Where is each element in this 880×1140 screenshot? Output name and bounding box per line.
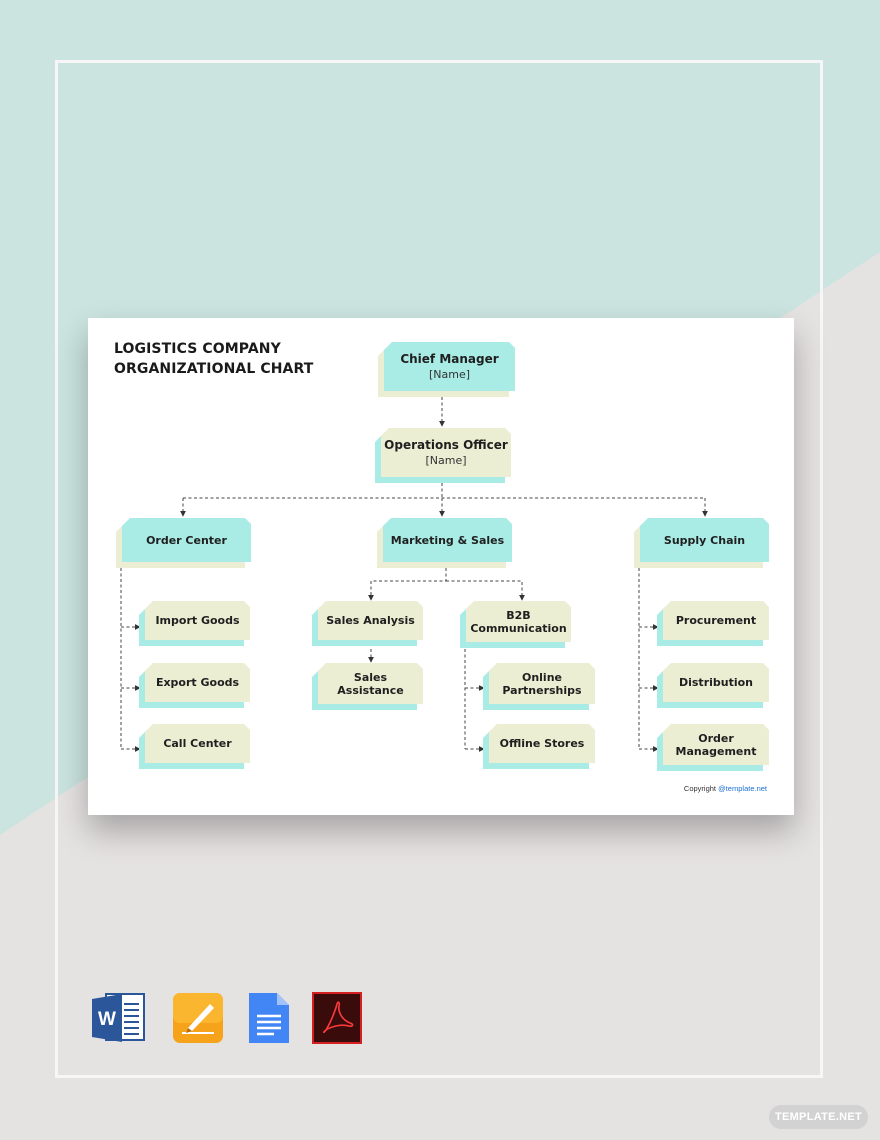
node-call-center-label: Call Center — [163, 737, 232, 750]
chart-title-line2: ORGANIZATIONAL CHART — [114, 361, 314, 377]
node-sales-analysis: Sales Analysis — [312, 601, 423, 646]
node-distribution-label: Distribution — [678, 676, 754, 689]
node-sales-analysis-label: Sales Analysis — [326, 614, 415, 627]
node-order-center: Order Center — [116, 518, 251, 568]
node-order-center-label: Order Center — [146, 533, 227, 547]
node-import-goods: Import Goods — [139, 601, 250, 646]
chart-sheet: LOGISTICS COMPANY ORGANIZATIONAL CHART C… — [88, 318, 794, 815]
template-net-watermark: TEMPLATE.NET — [769, 1105, 868, 1129]
node-b2b-communication: B2B Communication — [460, 601, 571, 648]
connector-lines — [120, 397, 708, 752]
node-order-management-label: Order Management — [675, 731, 757, 758]
node-import-goods-label: Import Goods — [155, 614, 240, 627]
node-b2b-communication-label: B2B Communication — [470, 608, 567, 635]
word-icon[interactable]: W — [92, 992, 146, 1044]
link-b2b — [446, 580, 525, 601]
pdf-icon[interactable] — [312, 992, 366, 1044]
node-export-goods: Export Goods — [139, 663, 250, 708]
node-supply-chain-label: Supply Chain — [663, 533, 746, 547]
copyright-note: Copyright @template.net — [684, 784, 767, 793]
node-chief-manager: Chief Manager [Name] — [378, 342, 515, 397]
node-offline-stores: Offline Stores — [483, 724, 595, 769]
pages-icon[interactable] — [172, 992, 226, 1044]
node-export-goods-label: Export Goods — [155, 676, 240, 689]
node-supply-chain: Supply Chain — [634, 518, 769, 568]
link-sales-analysis — [368, 568, 447, 601]
node-operations-officer-title: Operations Officer — [384, 437, 508, 452]
node-chief-manager-title: Chief Manager — [400, 351, 499, 366]
node-operations-officer-name: [Name] — [425, 453, 467, 467]
copyright-text: Copyright — [683, 784, 719, 793]
node-marketing-sales-label: Marketing & Sales — [390, 533, 505, 547]
node-operations-officer: Operations Officer [Name] — [375, 428, 511, 483]
node-online-partnerships: Online Partnerships — [483, 663, 595, 710]
copyright-link[interactable]: @template.net — [718, 784, 767, 793]
google-docs-icon[interactable] — [244, 992, 298, 1044]
node-procurement: Procurement — [657, 601, 769, 646]
chart-title-line1: LOGISTICS COMPANY — [114, 341, 281, 357]
node-chief-manager-name: [Name] — [428, 367, 471, 381]
node-sales-assistance: Sales Assistance — [312, 663, 423, 710]
node-procurement-label: Procurement — [675, 614, 757, 627]
node-marketing-sales: Marketing & Sales — [377, 518, 512, 568]
node-offline-stores-label: Offline Stores — [499, 737, 585, 750]
node-sales-assistance-label: Sales Assistance — [337, 670, 404, 697]
node-call-center: Call Center — [139, 724, 250, 769]
node-distribution: Distribution — [657, 663, 769, 708]
node-online-partnerships-label: Online Partnerships — [502, 670, 582, 697]
svg-text:W: W — [98, 1009, 116, 1030]
node-order-management: Order Management — [657, 724, 769, 771]
